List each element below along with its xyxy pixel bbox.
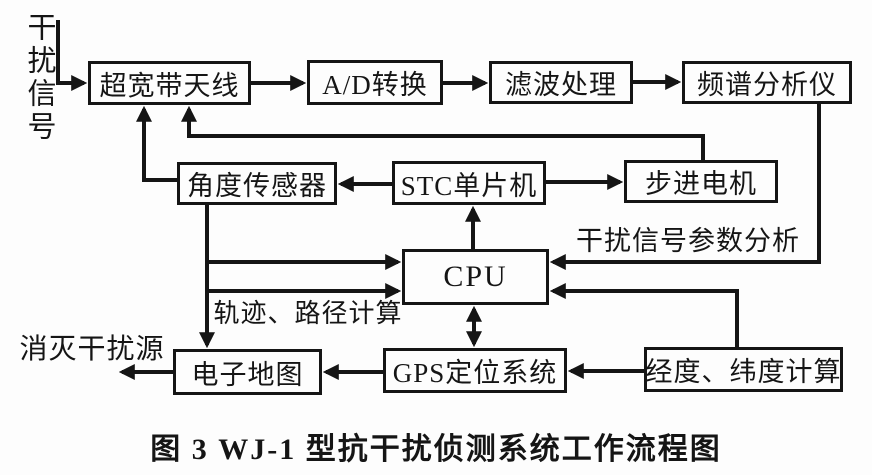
node-stepper-motor: 步进电机 (624, 160, 778, 203)
param-analysis-edge-label: 干扰信号参数分析 (576, 226, 800, 256)
input-signal-label: 干扰信号 (23, 12, 55, 144)
node-spectrum-analyzer-label: 频谱分析仪 (697, 70, 837, 100)
output-label: 消灭干扰源 (19, 334, 165, 365)
figure-caption: 图 3 WJ-1 型抗干扰侦测系统工作流程图 (150, 433, 722, 466)
node-lonlat-calc-label: 经度、纬度计算 (645, 357, 842, 387)
node-angle-sensor: 角度传感器 (177, 162, 337, 205)
node-gps-system: GPS定位系统 (383, 348, 567, 393)
node-electronic-map-label: 电子地图 (191, 359, 304, 390)
node-uwb-antenna-label: 超宽带天线 (99, 70, 240, 101)
edge-spectrum-cpu (549, 104, 821, 270)
edge-lonlat-cpu (549, 283, 739, 347)
node-spectrum-analyzer: 频谱分析仪 (682, 61, 852, 104)
edge-angle-antenna (136, 105, 177, 182)
node-filter-processing: 滤波处理 (489, 61, 633, 104)
node-ad-converter-label: A/D转换 (322, 70, 428, 100)
node-lonlat-calc: 经度、纬度计算 (644, 347, 843, 392)
node-stc-mcu-label: STC单片机 (400, 170, 538, 201)
node-uwb-antenna: 超宽带天线 (88, 61, 251, 105)
node-cpu-label: CPU (443, 260, 508, 293)
node-electronic-map: 电子地图 (173, 349, 322, 395)
node-angle-sensor-label: 角度传感器 (187, 171, 327, 201)
node-gps-system-label: GPS定位系统 (392, 358, 558, 388)
node-stepper-motor-label: 步进电机 (645, 169, 757, 199)
node-filter-processing-label: 滤波处理 (505, 70, 617, 100)
node-cpu: CPU (402, 249, 549, 305)
edge-stepper-antenna (181, 105, 705, 160)
node-ad-converter: A/D转换 (307, 60, 443, 105)
node-stc-mcu: STC单片机 (392, 161, 546, 205)
trajectory-edge-label: 轨迹、路径计算 (213, 299, 403, 328)
edge-input-antenna (56, 20, 88, 91)
